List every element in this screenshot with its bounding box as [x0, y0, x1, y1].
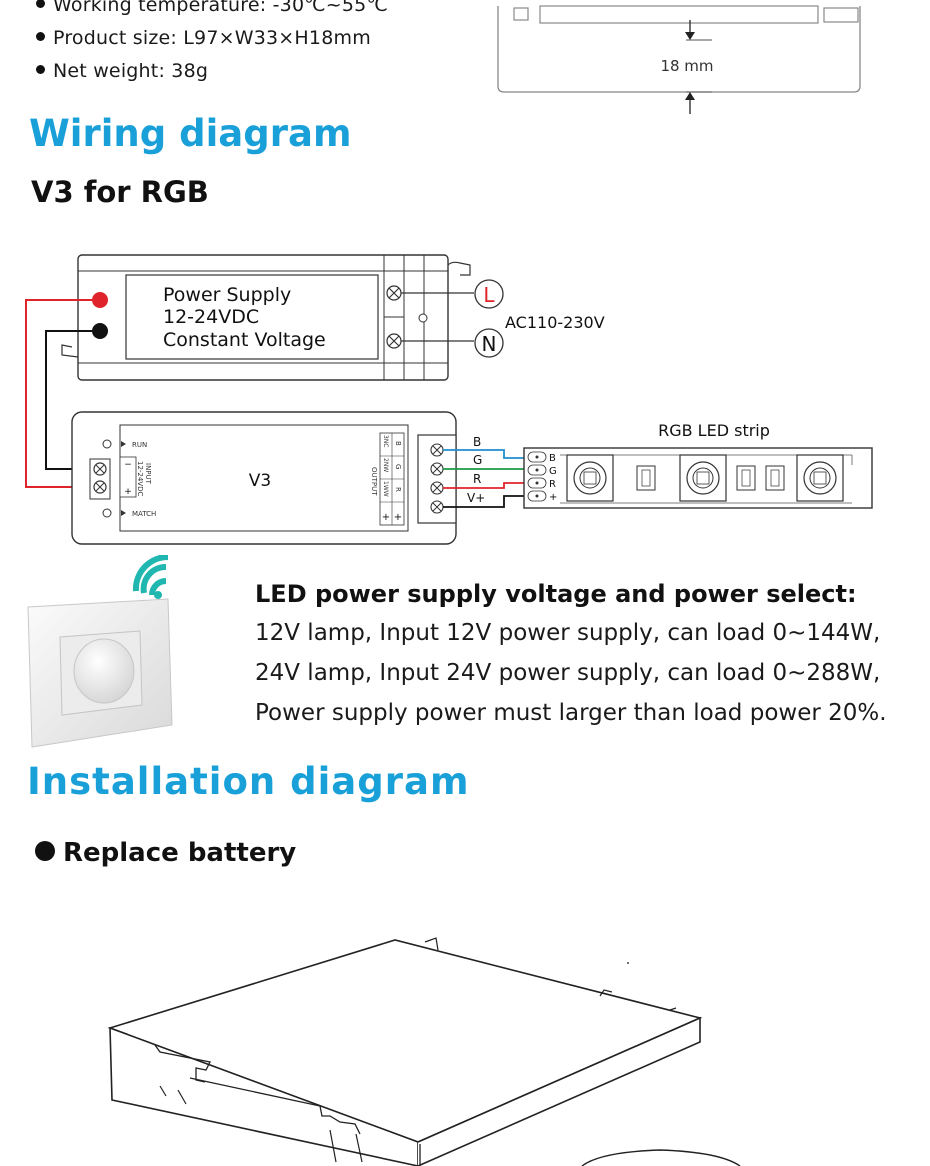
bullet-dot	[36, 32, 45, 41]
installation-diagram-title: Installation diagram	[27, 760, 470, 803]
output-plus-1: +	[382, 512, 390, 523]
controller-name: V3	[249, 471, 271, 491]
strip-pin-plus: +	[549, 492, 557, 503]
ac-voltage-label: AC110-230V	[505, 313, 605, 332]
dimension-label: 18 mm	[660, 57, 713, 75]
live-terminal-marker	[474, 279, 504, 309]
input-voltage-label: 12-24VDC	[136, 461, 144, 497]
strip-pin-g: G	[549, 466, 557, 477]
psu-negative-terminal	[92, 323, 108, 339]
psu-label-line2: 12-24VDC	[163, 306, 259, 328]
output-label: OUTPUT	[370, 467, 378, 496]
replace-battery-label: Replace battery	[63, 838, 297, 868]
input-label: INPUT	[144, 463, 152, 485]
bullet-dot	[36, 0, 45, 8]
rgb-led-strip: RGB LED strip B G R +	[523, 421, 873, 509]
wall-dimmer-panel	[27, 555, 173, 748]
run-indicator-label: RUN	[132, 441, 147, 449]
dimmer-knob	[73, 638, 135, 704]
wiring-diagram-title: Wiring diagram	[29, 112, 352, 155]
replace-battery-bullet: Replace battery	[35, 838, 296, 868]
led-strip-label: RGB LED strip	[658, 421, 770, 440]
wire-label-g: G	[473, 453, 482, 467]
spec-working-temperature: Working temperature: -30℃~55℃	[36, 0, 388, 16]
height-dimension-drawing: 18 mm	[497, 5, 861, 114]
power-supply-unit: Power Supply 12-24VDC Constant Voltage	[61, 254, 471, 381]
output-letter-g: G	[394, 464, 402, 469]
input-plus-label: +	[124, 487, 132, 497]
spec-text: Product size: L97×W33×H18mm	[53, 27, 371, 49]
power-select-line-3: Power supply power must larger than load…	[255, 700, 887, 726]
power-select-line-2: 24V lamp, Input 24V power supply, can lo…	[255, 660, 881, 686]
psu-label-line3: Constant Voltage	[163, 329, 326, 351]
power-select-heading: LED power supply voltage and power selec…	[255, 580, 857, 608]
v3-controller: RUN MATCH − + INPUT 12-24VDC V3 3NC 2NW …	[71, 411, 457, 545]
output-channel-1ww: 1WW	[382, 481, 389, 497]
output-letter-r: R	[394, 487, 402, 492]
spec-net-weight: Net weight: 38g	[36, 60, 208, 82]
wire-label-r: R	[473, 472, 481, 486]
strip-pin-r: R	[549, 479, 556, 490]
output-plus-2: +	[394, 512, 402, 523]
output-letter-b: B	[394, 441, 402, 446]
strip-pin-b: B	[549, 453, 556, 464]
wire-label-vplus: V+	[467, 491, 485, 505]
led-chip-1	[566, 454, 614, 502]
wiring-diagram: Power Supply 12-24VDC Constant Voltage L…	[25, 254, 873, 545]
spec-text: Working temperature: -30℃~55℃	[53, 0, 389, 16]
bullet-dot	[36, 65, 45, 74]
led-chip-3	[796, 454, 844, 502]
live-label: L	[483, 283, 495, 307]
battery-replacement-illustration	[107, 937, 741, 1166]
input-minus-label: −	[124, 460, 132, 470]
match-button-label: MATCH	[132, 510, 156, 518]
led-chip-2	[679, 454, 727, 502]
psu-label-line1: Power Supply	[163, 284, 291, 306]
neutral-label: N	[482, 332, 497, 356]
wifi-signal-icon	[132, 555, 169, 599]
power-select-line-1: 12V lamp, Input 12V power supply, can lo…	[255, 620, 881, 646]
output-channel-2nw: 2NW	[382, 458, 389, 472]
wiring-subtitle: V3 for RGB	[31, 175, 209, 209]
coin-battery	[581, 1149, 741, 1166]
spec-product-size: Product size: L97×W33×H18mm	[36, 27, 371, 49]
neutral-terminal-marker	[474, 328, 504, 358]
psu-positive-terminal	[92, 292, 108, 308]
bullet-dot	[35, 840, 55, 861]
output-channel-3nc: 3NC	[382, 435, 389, 448]
spec-text: Net weight: 38g	[53, 60, 209, 82]
wire-label-b: B	[473, 435, 481, 449]
